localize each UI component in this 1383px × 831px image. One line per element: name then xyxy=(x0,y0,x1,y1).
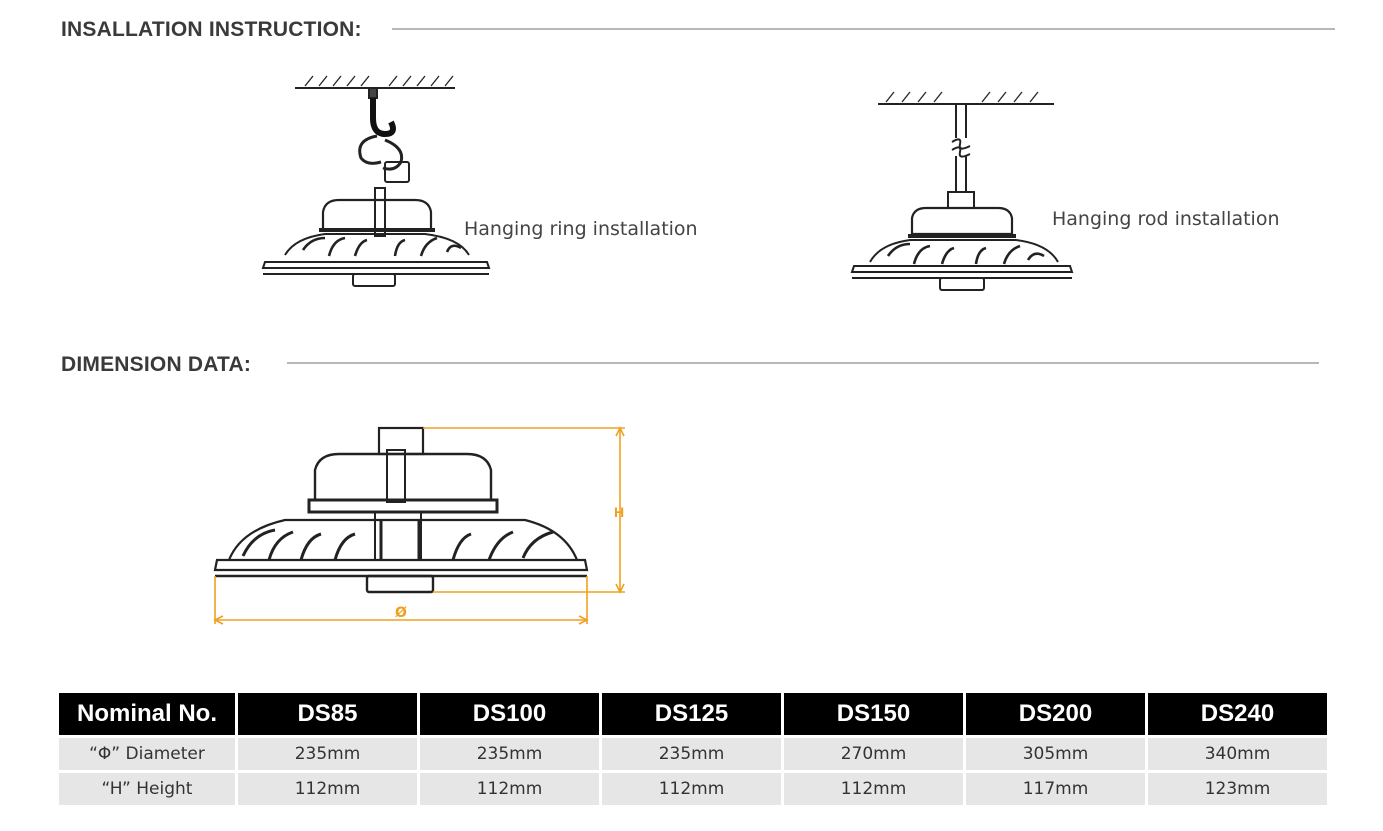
dimension-section-title: DIMENSION DATA: xyxy=(61,353,252,376)
table-cell: 235mm xyxy=(420,738,599,770)
installation-section-title: INSALLATION INSTRUCTION: xyxy=(61,18,362,41)
diameter-label: Ø xyxy=(395,605,407,621)
table-cell: 112mm xyxy=(784,773,963,805)
header-model: DS100 xyxy=(420,693,599,735)
hanging-rod-installation-drawing xyxy=(850,91,1074,291)
table-cell: 305mm xyxy=(966,738,1145,770)
header-nominal-no: Nominal No. xyxy=(59,693,235,735)
header-model: DS150 xyxy=(784,693,963,735)
table-cell: 112mm xyxy=(602,773,781,805)
table-cell: 235mm xyxy=(238,738,417,770)
hanging-ring-installation-drawing xyxy=(261,75,491,287)
dimension-table: Nominal No. DS85 DS100 DS125 DS150 DS200… xyxy=(56,690,1330,808)
table-cell: 117mm xyxy=(966,773,1145,805)
table-cell: 123mm xyxy=(1148,773,1327,805)
header-model: DS200 xyxy=(966,693,1145,735)
header-model: DS85 xyxy=(238,693,417,735)
row-label-height: “H” Height xyxy=(59,773,235,805)
dimension-lines xyxy=(213,426,625,625)
table-row: “Φ” Diameter 235mm 235mm 235mm 270mm 305… xyxy=(59,738,1327,770)
table-cell: 235mm xyxy=(602,738,781,770)
table-cell: 112mm xyxy=(420,773,599,805)
hanging-ring-caption: Hanging ring installation xyxy=(464,218,698,240)
dimension-title-rule xyxy=(287,362,1319,364)
table-cell: 340mm xyxy=(1148,738,1327,770)
table-header-row: Nominal No. DS85 DS100 DS125 DS150 DS200… xyxy=(59,693,1327,735)
height-label: H xyxy=(614,504,624,520)
row-label-diameter: “Φ” Diameter xyxy=(59,738,235,770)
installation-title-rule xyxy=(392,28,1335,30)
header-model: DS125 xyxy=(602,693,781,735)
header-model: DS240 xyxy=(1148,693,1327,735)
table-cell: 112mm xyxy=(238,773,417,805)
table-row: “H” Height 112mm 112mm 112mm 112mm 117mm… xyxy=(59,773,1327,805)
table-cell: 270mm xyxy=(784,738,963,770)
hanging-rod-caption: Hanging rod installation xyxy=(1052,208,1280,230)
dimension-drawing: H Ø xyxy=(213,426,625,625)
